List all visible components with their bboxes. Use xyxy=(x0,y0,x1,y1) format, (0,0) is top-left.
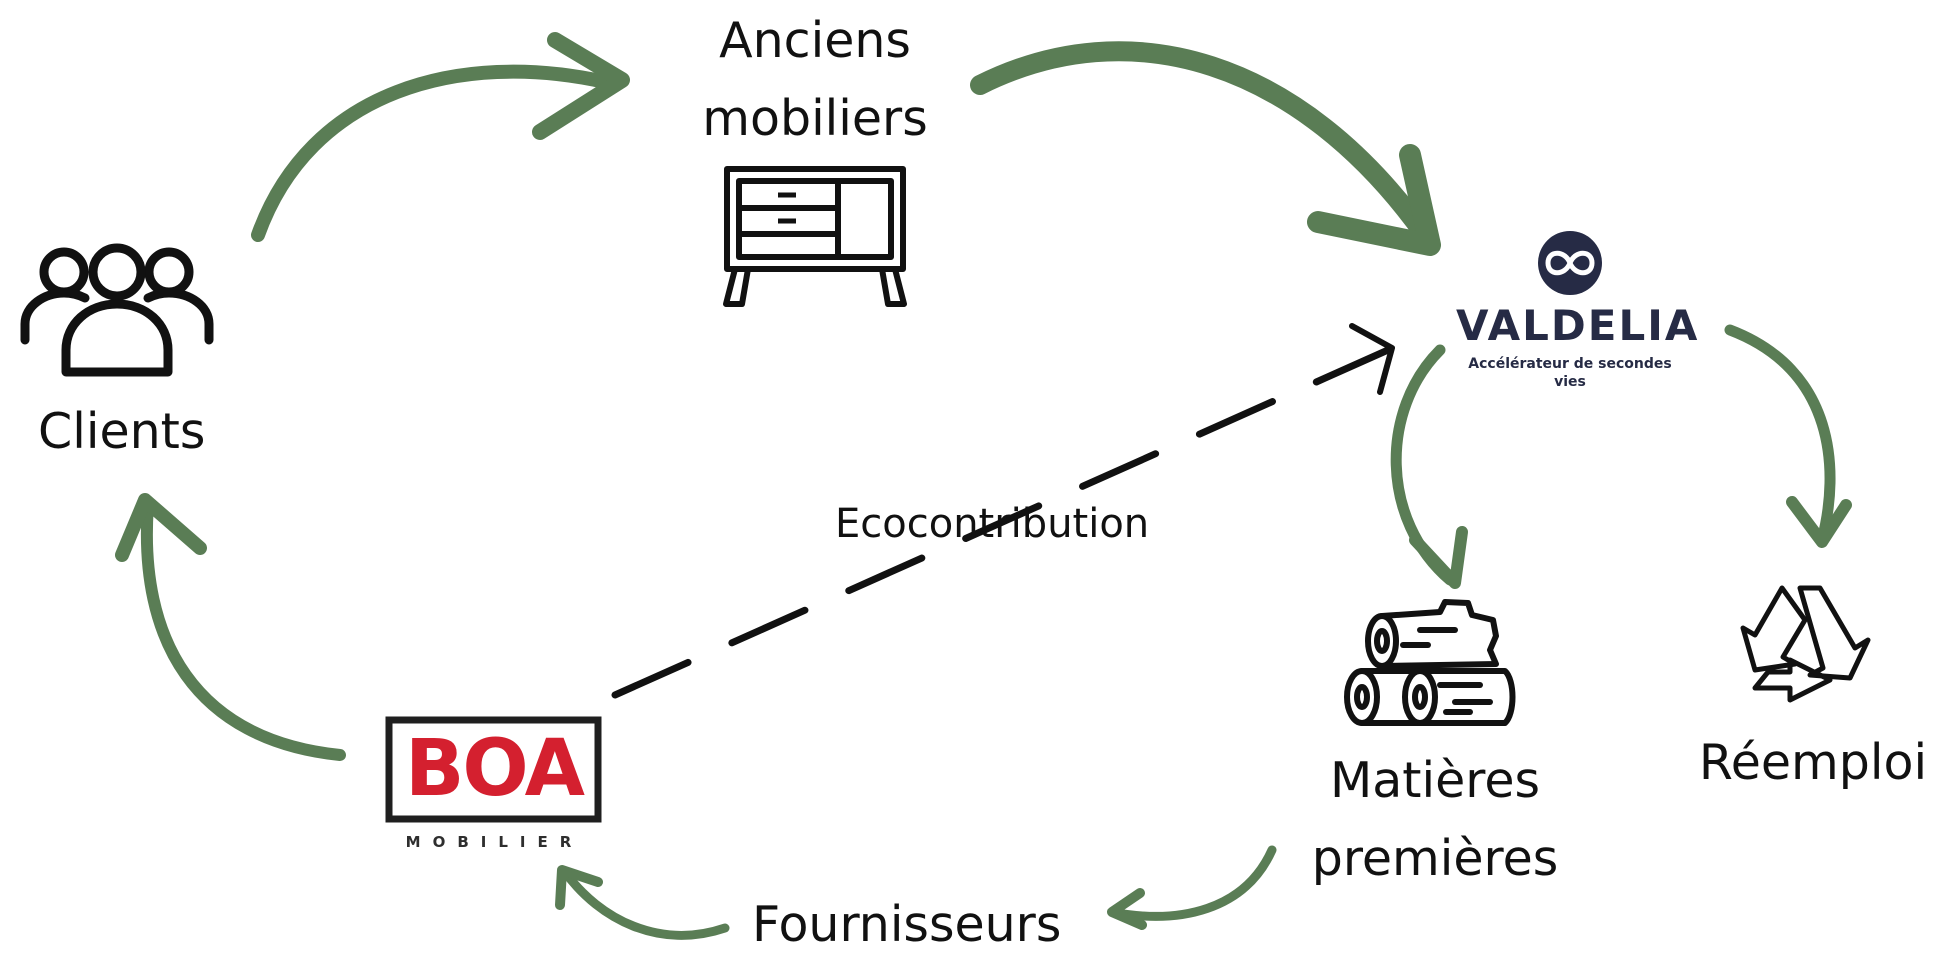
label-clients: Clients xyxy=(38,403,206,460)
arrowhead-valdelia xyxy=(1307,144,1441,256)
label-ecocontribution: Ecocontribution xyxy=(835,501,1150,547)
arrowhead-ecocontribution xyxy=(1349,323,1395,395)
boa-logo-sub: MOBILIER xyxy=(405,833,584,851)
arrowhead-mobiliers xyxy=(532,32,630,140)
arrow-boa-to-clients xyxy=(141,499,346,761)
furniture-icon xyxy=(723,166,907,307)
arrow-valdelia-to-reemploi xyxy=(1724,324,1836,546)
arrow-ecocontribution xyxy=(611,346,1392,699)
arrow-mobiliers-to-valdelia xyxy=(970,41,1435,245)
arrowhead-reemploi xyxy=(1786,496,1852,548)
arrow-matieres-to-fournisseurs xyxy=(1107,845,1277,921)
valdelia-tagline: Accélérateur de secondes vies xyxy=(1468,356,1672,390)
boa-logo xyxy=(385,716,602,823)
boa-logo-text: BOA xyxy=(404,724,585,814)
arrowhead-clients xyxy=(115,493,207,562)
label-anciens-line1: Anciens xyxy=(719,12,911,69)
arrowhead-fournisseurs xyxy=(1107,888,1147,930)
valdelia-logo-icon xyxy=(1538,231,1602,295)
label-matieres-line2: premières xyxy=(1311,830,1559,887)
arrow-clients-to-mobiliers xyxy=(251,64,612,242)
label-anciens-line2: mobiliers xyxy=(702,90,928,147)
valdelia-wordmark: VALDELIA xyxy=(1456,301,1700,350)
arrowhead-boa xyxy=(555,865,603,910)
logs-icon xyxy=(1344,599,1516,726)
arrowhead-matieres xyxy=(1409,526,1468,589)
arrow-fournisseurs-to-boa xyxy=(560,867,730,940)
label-fournisseurs: Fournisseurs xyxy=(752,896,1062,953)
label-matieres-line1: Matières xyxy=(1329,752,1541,809)
label-reemploi: Réemploi xyxy=(1698,734,1928,791)
users-icon xyxy=(20,243,214,377)
recycle-icon xyxy=(1740,585,1871,703)
